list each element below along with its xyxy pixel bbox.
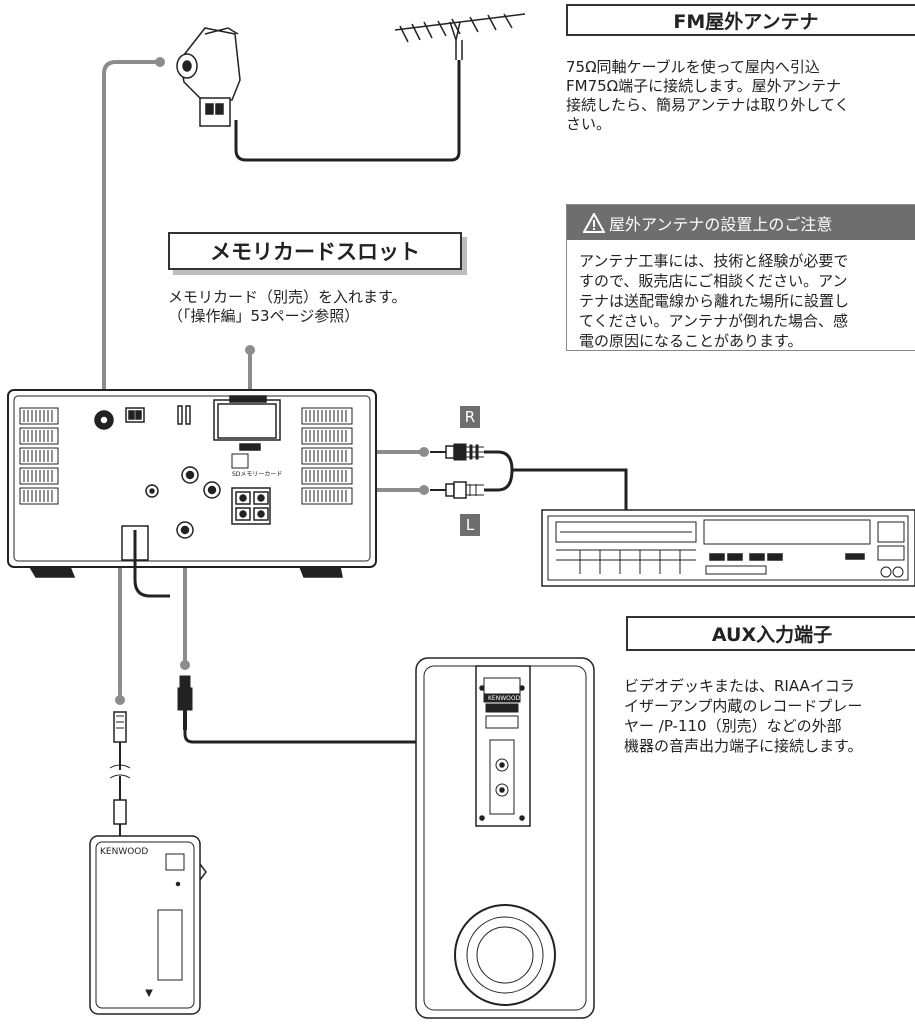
rca-plug-r-icon: [430, 443, 484, 461]
antenna-adapter-icon: [176, 27, 241, 127]
aux-heading: AUX入力端子: [626, 616, 915, 651]
vent-grille-left: [19, 407, 59, 505]
caution-body-text: アンテナ工事には、技術と経験が必要で すので、販売店にご相談ください。アン テナ…: [579, 252, 850, 350]
portable-player-icon: [89, 835, 207, 1015]
main-unit-rear-panel: [7, 389, 377, 598]
vent-grille-right: [301, 407, 353, 505]
channel-r-label: R: [460, 406, 480, 428]
subwoofer-cable: [177, 675, 418, 744]
subwoofer-brand-label: KENWOOD: [488, 695, 521, 702]
aux-description: ビデオデッキまたは、RIAAイコラ イザーアンプ内蔵のレコードプレー ヤー /P…: [624, 677, 863, 755]
caution-heading-text: 屋外アンテナの設置上のご注意: [609, 214, 833, 234]
player-brand-label: KENWOOD: [100, 847, 148, 857]
subwoofer-icon: [415, 657, 595, 1019]
caution-heading: 屋外アンテナの設置上のご注意: [567, 205, 915, 240]
video-deck-icon: [541, 509, 915, 587]
antenna-leader-dot: [155, 57, 165, 67]
caution-box: 屋外アンテナの設置上のご注意 アンテナ工事には、技術と経験が必要で すので、販売…: [566, 204, 915, 351]
rca-plug-l-icon: [430, 481, 484, 499]
sub-out-leader-dot: [180, 660, 190, 670]
aux-l-leader-dot: [419, 485, 429, 495]
channel-l-label: L: [460, 514, 480, 536]
sd-slot-label: SDメモリーカード: [232, 471, 282, 478]
rca-cable: [430, 443, 628, 510]
leader-dots: [115, 57, 429, 705]
headphone-leader-dot: [115, 695, 125, 705]
memory-card-heading: メモリカードスロット: [168, 232, 462, 270]
speaker-terminals: [231, 487, 271, 525]
memory-card-description: メモリカード（別売）を入れます。 （「操作編」53ページ参照）: [168, 288, 407, 325]
fm-antenna-description: 75Ω同軸ケーブルを使って屋内へ引込 FM75Ω端子に接続します。屋外アンテナ …: [566, 58, 850, 133]
fm-antenna-heading: FM屋外アンテナ: [566, 4, 915, 36]
memory-card-heading-text: メモリカードスロット: [210, 240, 420, 264]
warning-icon: [583, 212, 605, 233]
leader-lines: [102, 60, 426, 702]
aux-r-leader-dot: [419, 447, 429, 457]
fm-antenna-heading-text: FM屋外アンテナ: [673, 10, 819, 33]
memory-card-leader-dot: [245, 345, 255, 355]
aux-heading-text: AUX入力端子: [711, 624, 833, 646]
mini-plug-cable: [109, 711, 131, 836]
fm-outdoor-antenna-icon: [234, 13, 526, 162]
antenna-leader-line: [102, 60, 162, 422]
